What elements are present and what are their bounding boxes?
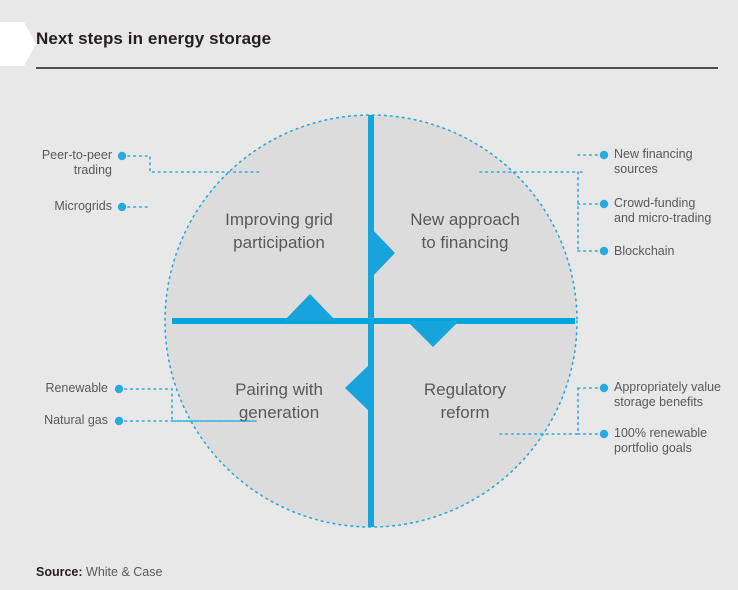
source-value: White & Case xyxy=(82,565,163,579)
callout-microgrids: Microgrids xyxy=(54,199,112,213)
callout-renewable: Renewable xyxy=(45,381,108,395)
bullet-hundred-renewable xyxy=(599,429,609,439)
page-title: Next steps in energy storage xyxy=(36,29,272,48)
bullet-new-financing xyxy=(599,150,609,160)
callout-appropriately-value: Appropriately value storage benefits xyxy=(614,380,722,409)
leader-lines-bottom-left xyxy=(124,388,257,422)
callout-hundred-renewable: 100% renewable portfolio goals xyxy=(614,426,708,455)
source-note: Source: White & Case xyxy=(36,565,162,579)
callout-peer-to-peer: Peer-to-peer trading xyxy=(41,148,112,177)
bullet-blockchain xyxy=(599,246,609,256)
source-label: Source: xyxy=(36,565,83,579)
callout-crowd-funding: Crowd-funding and micro-trading xyxy=(614,196,712,225)
bullet-microgrids xyxy=(117,202,127,212)
arrow-left-icon xyxy=(345,363,371,413)
arrow-right-icon xyxy=(371,228,395,278)
bullet-natural-gas xyxy=(114,416,124,426)
leader-lines-top-right xyxy=(479,154,599,252)
bullet-crowd-funding xyxy=(599,199,609,209)
quadrant-label-bottom-right: Regulatory reform xyxy=(423,380,507,422)
leader-lines-top-left xyxy=(127,155,263,208)
arrow-up-icon xyxy=(284,294,336,321)
bullet-renewable xyxy=(114,384,124,394)
callout-blockchain: Blockchain xyxy=(614,244,675,258)
title-divider xyxy=(36,67,718,69)
arrow-down-icon xyxy=(407,321,459,347)
callout-new-financing: New financing sources xyxy=(614,147,693,176)
quadrant-label-bottom-left: Pairing with generation xyxy=(235,380,323,422)
bullet-appropriately-value xyxy=(599,383,609,393)
callout-natural-gas: Natural gas xyxy=(44,413,108,427)
header: Next steps in energy storage xyxy=(0,22,738,72)
bullet-peer-to-peer xyxy=(117,151,127,161)
quadrant-label-top-right: New approach to financing xyxy=(410,210,520,252)
leader-lines-bottom-right xyxy=(499,387,599,435)
quadrant-label-top-left: Improving grid participation xyxy=(225,210,333,252)
